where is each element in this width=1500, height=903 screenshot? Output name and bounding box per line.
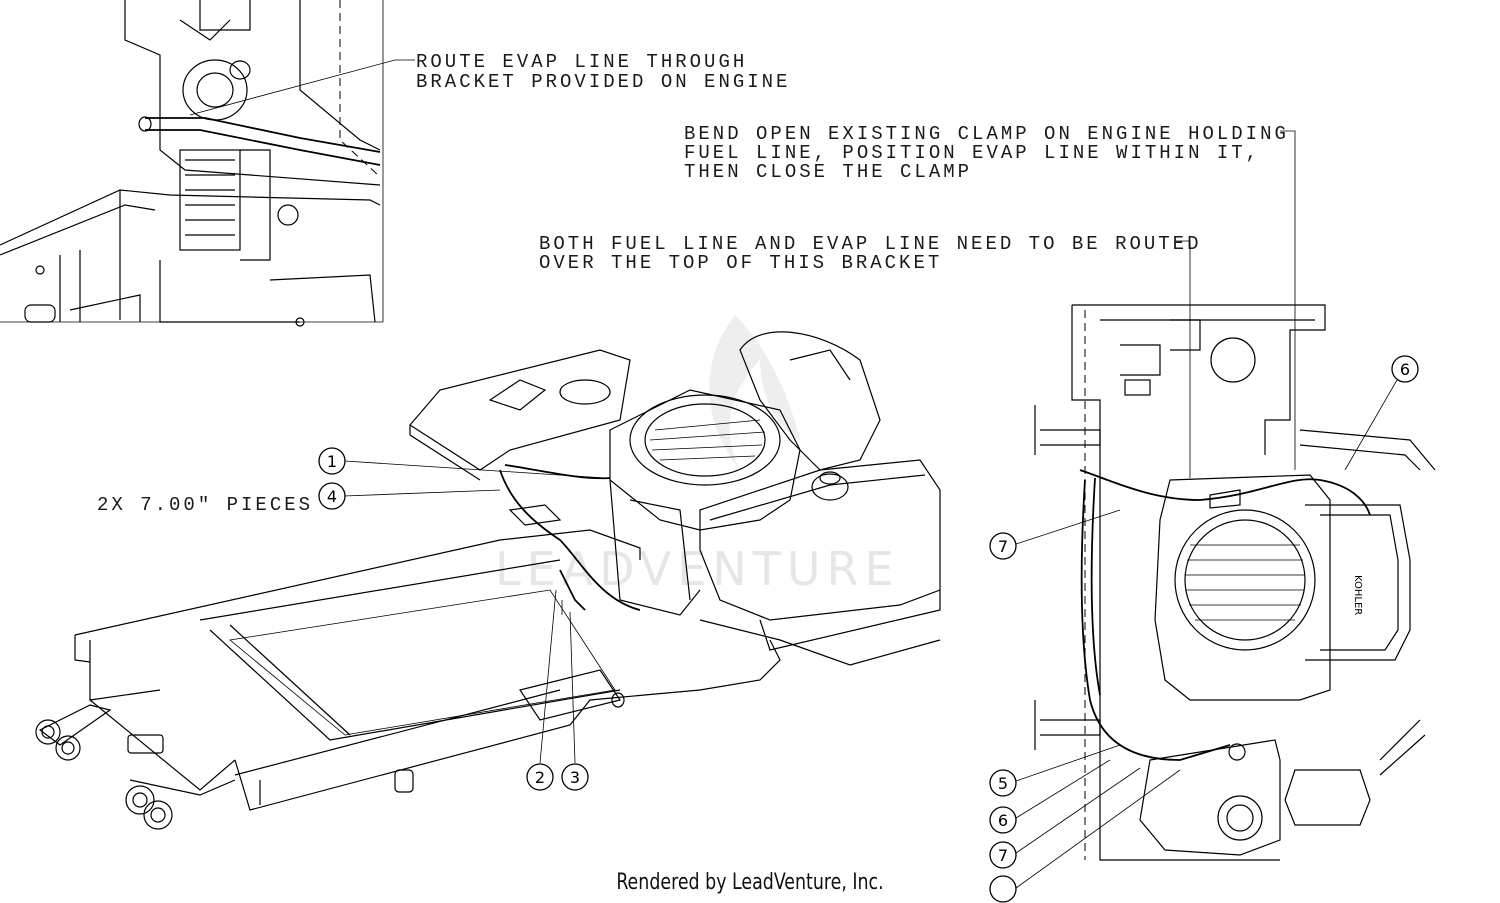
- callout-5: [989, 769, 1017, 797]
- top-view-frame: KOHLER: [1034, 304, 1436, 861]
- note-route-over-line-2: OVER THE TOP OF THIS BRACKET: [539, 252, 942, 274]
- note-bend-clamp-line-2: FUEL LINE, POSITION EVAP LINE WITHIN IT,: [684, 142, 1260, 164]
- callout-7-bottom: [989, 841, 1017, 869]
- callout-4: [318, 482, 346, 510]
- callout-7-bottom-label: 7: [998, 846, 1008, 865]
- callout-2: [526, 763, 554, 791]
- callout-3: [561, 763, 589, 791]
- detail-view-engine-bracket: [0, 0, 415, 327]
- callout-5-label: 5: [998, 774, 1008, 793]
- note-evap-bracket-line-2: BRACKET PROVIDED ON ENGINE: [416, 71, 790, 93]
- callout-7-top: [989, 532, 1017, 560]
- callout-6-top-label: 6: [1400, 360, 1410, 379]
- note-evap-bracket-line-1: ROUTE EVAP LINE THROUGH: [416, 51, 747, 73]
- callout-6-top: [1391, 355, 1419, 383]
- callout-7-top-label: 7: [998, 537, 1008, 556]
- callout-1: [318, 447, 346, 475]
- callout-6-bottom-label: 6: [998, 811, 1008, 830]
- callout-blank: [989, 875, 1017, 903]
- engine-brand-label: KOHLER: [1352, 575, 1363, 615]
- isometric-mower-frame: [35, 331, 941, 830]
- callout-6-bottom: [989, 806, 1017, 834]
- callout-1-label: 1: [327, 452, 337, 471]
- main-callouts: 1 4 2 3: [318, 447, 606, 791]
- top-view-callouts: 6 7 5 6 7: [989, 355, 1419, 903]
- note-pieces: 2X 7.00" PIECES: [97, 494, 313, 516]
- note-route-over-line-1: BOTH FUEL LINE AND EVAP LINE NEED TO BE …: [539, 233, 1202, 255]
- render-credit: Rendered by LeadVenture, Inc.: [616, 870, 884, 895]
- callout-4-label: 4: [327, 487, 337, 506]
- watermark-text: LEADVENTURE: [495, 542, 900, 596]
- perforated-floor: [229, 589, 616, 736]
- callout-3-label: 3: [570, 768, 580, 787]
- note-bend-clamp-line-3: THEN CLOSE THE CLAMP: [684, 161, 972, 183]
- watermark: LEADVENTURE: [495, 315, 900, 596]
- note-bend-clamp-line-1: BEND OPEN EXISTING CLAMP ON ENGINE HOLDI…: [684, 123, 1289, 145]
- callout-2-label: 2: [535, 768, 545, 787]
